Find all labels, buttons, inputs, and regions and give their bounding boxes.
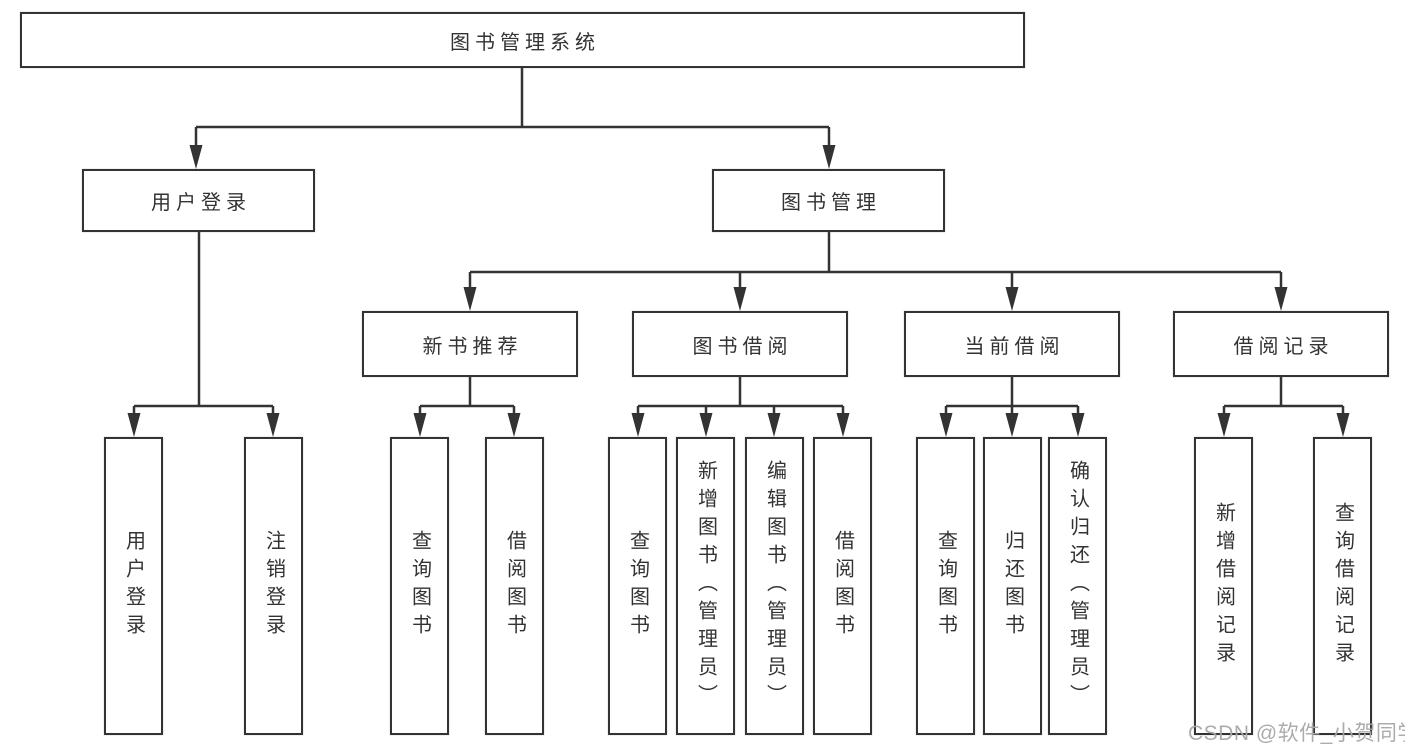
leaf-query-borrow-record-label: 查询借阅记录 — [1331, 502, 1354, 670]
node-borrowing-records-label: 借阅记录 — [1233, 335, 1334, 358]
leaf-query-books-recommend-label: 查询图书 — [408, 530, 431, 642]
leaf-edit-books-admin: 编辑图书（管理员） — [745, 437, 804, 735]
leaf-return-books-label: 归还图书 — [1001, 530, 1024, 642]
leaf-borrow-books-recommend: 借阅图书 — [485, 437, 544, 735]
csdn-watermark: CSDN @软件_小贺同学 — [1188, 722, 1405, 745]
leaf-query-books-recommend: 查询图书 — [390, 437, 449, 735]
node-current-borrowing-label: 当前借阅 — [964, 335, 1065, 358]
leaf-borrow-books-recommend-label: 借阅图书 — [503, 530, 526, 642]
leaf-return-books: 归还图书 — [983, 437, 1042, 735]
leaf-confirm-return-admin: 确认归还（管理员） — [1048, 437, 1107, 735]
leaf-query-books-borrowing: 查询图书 — [608, 437, 667, 735]
node-current-borrowing: 当前借阅 — [904, 311, 1120, 377]
node-user-login: 用户登录 — [82, 169, 315, 232]
node-root-library-system: 图书管理系统 — [20, 12, 1025, 68]
leaf-add-borrow-record-label: 新增借阅记录 — [1212, 502, 1235, 670]
node-user-login-label: 用户登录 — [151, 192, 251, 214]
leaf-query-books-current: 查询图书 — [916, 437, 975, 735]
leaf-query-books-borrowing-label: 查询图书 — [626, 530, 649, 642]
node-new-book-recommend-label: 新书推荐 — [422, 335, 523, 358]
leaf-add-books-admin: 新增图书（管理员） — [676, 437, 735, 735]
node-book-borrowing: 图书借阅 — [632, 311, 848, 377]
leaf-user-login-label: 用户登录 — [122, 530, 145, 642]
leaf-confirm-return-admin-label: 确认归还（管理员） — [1066, 460, 1089, 712]
leaf-borrow-books-borrowing: 借阅图书 — [813, 437, 872, 735]
leaf-logout: 注销登录 — [244, 437, 303, 735]
node-borrowing-records: 借阅记录 — [1173, 311, 1389, 377]
node-book-borrowing-label: 图书借阅 — [692, 335, 793, 358]
leaf-add-books-admin-label: 新增图书（管理员） — [694, 460, 717, 712]
node-book-management-label: 图书管理 — [781, 192, 881, 214]
leaf-add-borrow-record: 新增借阅记录 — [1194, 437, 1253, 735]
leaf-edit-books-admin-label: 编辑图书（管理员） — [763, 460, 786, 712]
node-root-label: 图书管理系统 — [450, 31, 600, 54]
leaf-logout-label: 注销登录 — [262, 530, 285, 642]
leaf-query-borrow-record: 查询借阅记录 — [1313, 437, 1372, 735]
leaf-query-books-current-label: 查询图书 — [934, 530, 957, 642]
leaf-user-login: 用户登录 — [104, 437, 163, 735]
node-book-management: 图书管理 — [712, 169, 945, 232]
node-new-book-recommend: 新书推荐 — [362, 311, 578, 377]
leaf-borrow-books-borrowing-label: 借阅图书 — [831, 530, 854, 642]
